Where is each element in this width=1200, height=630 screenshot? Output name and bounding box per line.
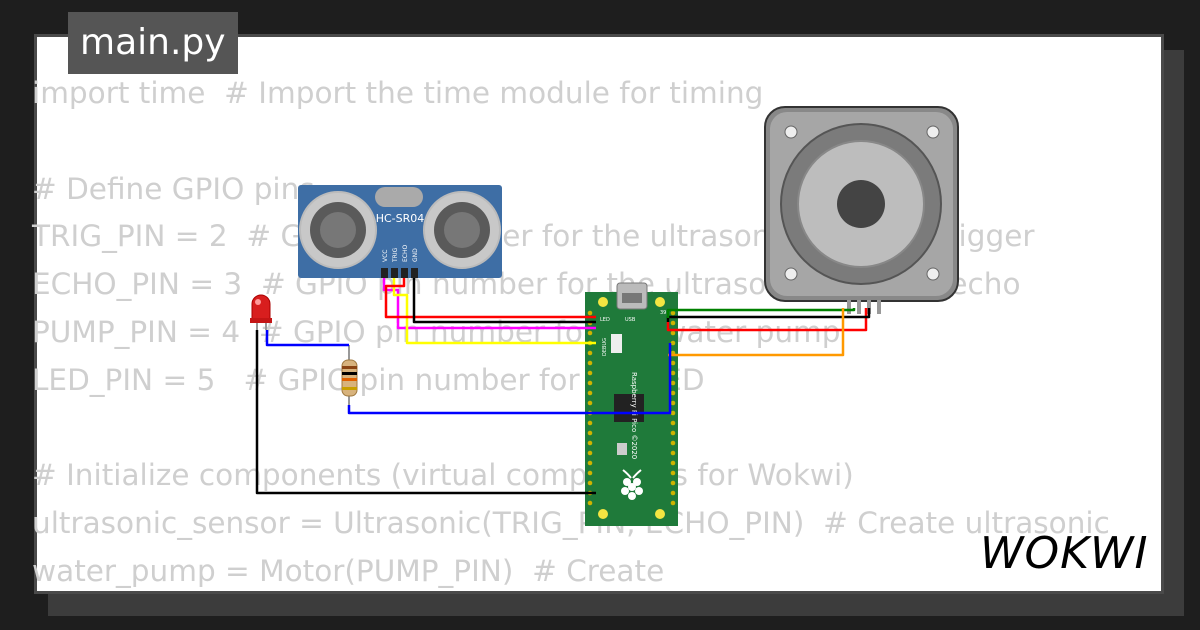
wire-trig[interactable] [392,278,596,345]
wokwi-logo: WOKWI [980,528,1148,579]
pico-usb-label: USB [625,317,636,323]
pico-right-pins [670,310,676,506]
wire-led[interactable] [265,330,349,347]
pico-led-label: LED [600,317,610,323]
pin-label-trig: TRIG [392,247,399,263]
raspberry-pi-pico[interactable]: LED USB 39 DEBUG Raspberry Pi Pico ©2020 [585,282,678,526]
stepper-motor[interactable] [764,106,959,314]
code-line: import time # Import the time module for… [32,76,764,110]
code-line: ultrasonic_sensor = Ultrasonic(TRIG_PIN,… [32,506,1110,541]
pico-debug-label: DEBUG [602,338,608,356]
raspberry-logo-icon [621,469,643,500]
code-line: water_pump = Motor(PUMP_PIN) # Create [32,553,665,588]
wire-motor-orange[interactable] [668,308,845,357]
wire-gnd-to-motor[interactable] [666,308,871,322]
wire-led-gnd[interactable] [255,330,596,495]
wire-resistor-to-pico[interactable] [347,343,672,415]
resistor[interactable] [341,345,358,405]
code-line: # Define GPIO pins [32,171,315,206]
wires [255,278,871,495]
pico-left-pins [587,310,593,506]
wire-gnd[interactable] [412,278,596,324]
led[interactable] [250,294,272,330]
wire-echo-to-motor[interactable] [666,308,868,332]
pico-pin-label: 39 [660,310,666,316]
pin-label-echo: ECHO [402,245,409,262]
wokwi-logo-text: WOKWI [980,528,1148,579]
wire-vcc[interactable] [382,278,596,330]
ultrasonic-sensor[interactable]: HC-SR04 VCC TRIG ECHO GND [298,185,502,278]
pin-label-gnd: GND [412,248,419,262]
sensor-model-label: HC-SR04 [376,212,425,225]
pico-silkscreen-label: Raspberry Pi Pico ©2020 [630,372,638,459]
file-tab[interactable]: main.py [68,12,238,74]
wire-echo[interactable] [384,278,596,319]
wire-motor-green[interactable] [666,308,856,318]
pin-label-vcc: VCC [382,250,389,262]
